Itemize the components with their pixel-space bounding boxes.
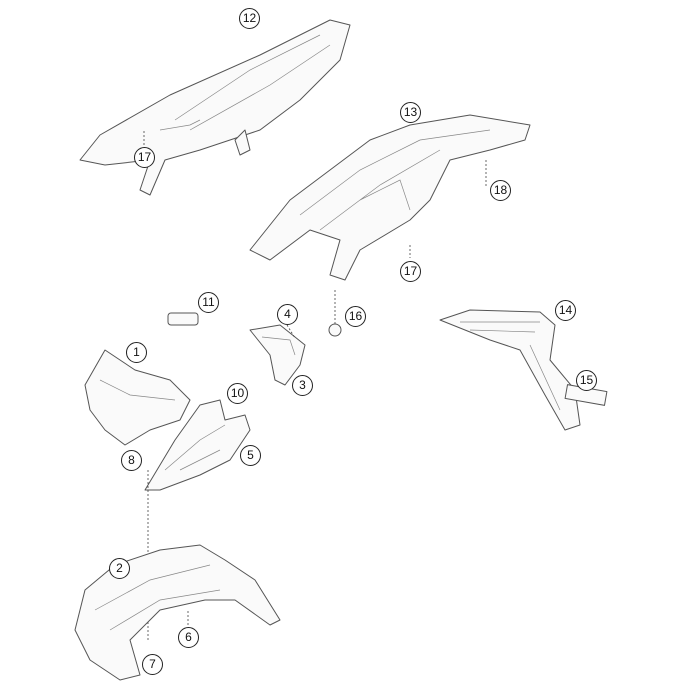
callout-18: 18 [490, 180, 511, 201]
callout-5: 5 [240, 445, 261, 466]
callout-15: 15 [576, 370, 597, 391]
callout-10: 10 [227, 383, 248, 404]
callout-14: 14 [555, 300, 576, 321]
callout-2: 2 [109, 558, 130, 579]
headlight-mask-part [144, 399, 251, 491]
callout-3: 3 [292, 375, 313, 396]
headlight-bracket-part [249, 324, 306, 386]
callout-17: 17 [400, 261, 421, 282]
callout-1: 1 [126, 342, 147, 363]
callout-8: 8 [121, 450, 142, 471]
seat-part [79, 19, 351, 196]
callout-4: 4 [277, 304, 298, 325]
callout-16: 16 [345, 306, 366, 327]
callout-13: 13 [400, 102, 421, 123]
windscreen-part [84, 349, 191, 446]
callout-11: 11 [198, 292, 219, 313]
callout-17: 17 [134, 147, 155, 168]
callout-6: 6 [178, 627, 199, 648]
rear-fender-part [249, 114, 531, 281]
front-fender-part [74, 544, 281, 681]
clip-part [167, 312, 199, 326]
callout-7: 7 [142, 654, 163, 675]
callout-12: 12 [239, 8, 260, 29]
license-plate-holder-part [439, 309, 581, 431]
